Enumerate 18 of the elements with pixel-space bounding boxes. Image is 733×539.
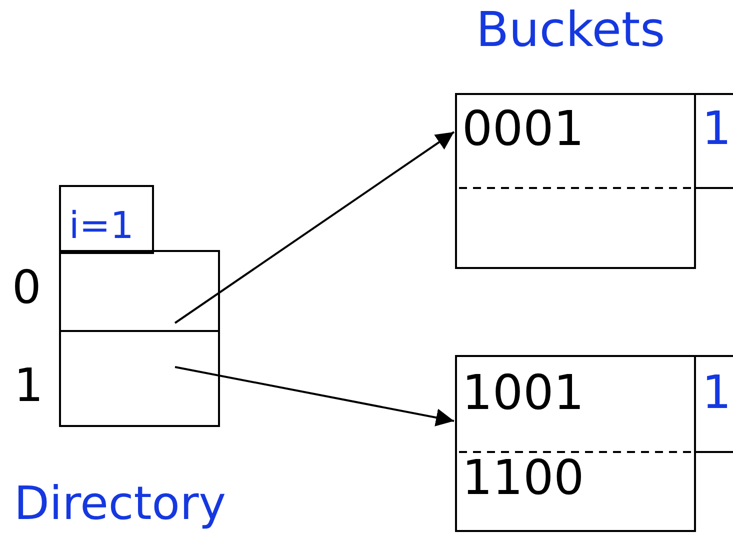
slot-index: 1 xyxy=(14,362,44,408)
key-value: 1100 xyxy=(462,454,584,502)
depth-tag-box xyxy=(694,93,733,189)
pointer-arrow xyxy=(174,366,454,426)
section-heading: Buckets xyxy=(476,6,666,54)
depth-label: i=1 xyxy=(69,207,134,244)
slot-index: 0 xyxy=(12,264,42,310)
depth-tag-box xyxy=(59,185,154,254)
directory-slot xyxy=(59,330,220,427)
key-value: 1001 xyxy=(462,369,584,417)
bucket-box xyxy=(455,355,696,532)
depth-label: 1 xyxy=(702,105,732,151)
depth-label: 1 xyxy=(702,369,732,415)
pointer-arrow xyxy=(174,131,455,324)
depth-tag-box xyxy=(694,355,733,453)
directory-slot xyxy=(59,250,220,332)
key-value: 0001 xyxy=(462,105,584,153)
bucket-box xyxy=(455,93,696,269)
